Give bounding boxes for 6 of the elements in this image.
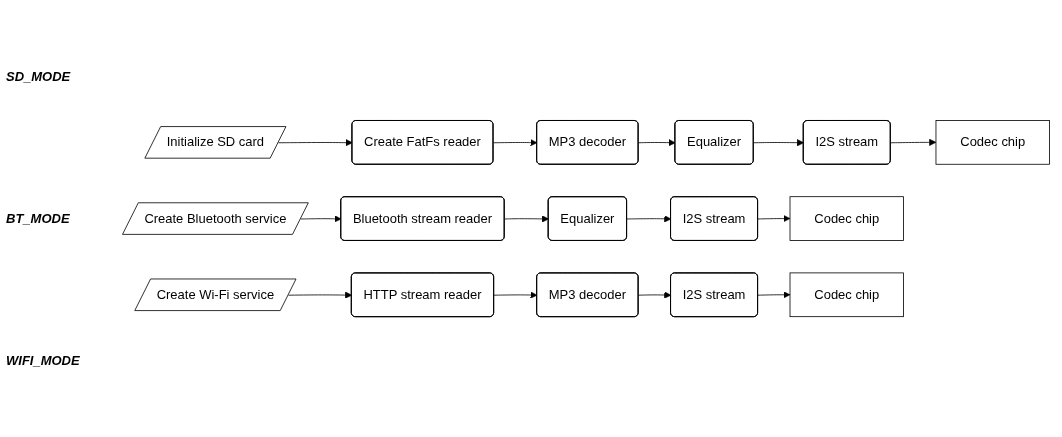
node-box: Codec chip (935, 120, 1050, 165)
node-box: Codec chip (789, 272, 904, 317)
mode-heading: SD_MODE (6, 69, 72, 85)
node-box: Codec chip (789, 196, 904, 241)
mode-heading: BT_MODE (6, 211, 71, 226)
mode-heading: WIFI_MODE (6, 352, 81, 368)
